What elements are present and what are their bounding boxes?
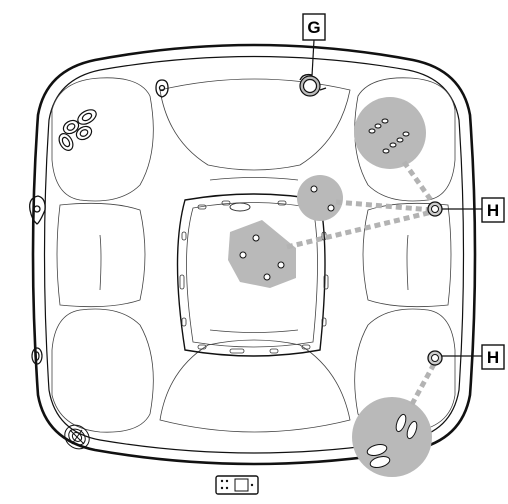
jet-cluster-icon: [58, 109, 97, 151]
side-seats: [56, 78, 452, 433]
jet-icon: [368, 128, 376, 134]
air-control-icon: [29, 195, 46, 225]
callout-h-upper-label: H: [487, 201, 499, 220]
dashed-connectors: [286, 160, 437, 408]
footwell: [176, 193, 329, 357]
jet-icon: [263, 273, 271, 281]
valve-knob-h-lower[interactable]: [427, 350, 443, 366]
callout-g-label: G: [307, 18, 320, 37]
jet-icon: [277, 261, 285, 269]
callout-h-lower: H: [481, 344, 505, 370]
jet-group-center-highlight: [228, 220, 296, 288]
jet-icon: [406, 420, 418, 440]
jet-icon: [366, 444, 388, 456]
jet-icon: [374, 123, 382, 129]
jet-icon: [310, 185, 318, 193]
leader-line-g: [311, 39, 315, 77]
highlight-regions: [228, 97, 432, 477]
air-control-icon: [155, 79, 169, 98]
callout-h-upper: H: [481, 197, 505, 223]
jet-icon: [395, 413, 407, 433]
valve-knob-g[interactable]: [299, 73, 327, 97]
jet-icon: [389, 142, 397, 148]
filter-icon: [64, 424, 90, 450]
jet-icon: [252, 234, 260, 242]
jet-group-mid-highlight: [297, 175, 343, 221]
control-panel-icon: [215, 475, 259, 495]
jet-icon: [396, 137, 404, 143]
jet-icon: [381, 118, 389, 124]
jet-icon: [382, 148, 390, 154]
jet-icon: [327, 204, 335, 212]
jet-icon: [369, 456, 391, 468]
jet-nozzles: [239, 118, 418, 468]
callout-h-lower-label: H: [487, 348, 499, 367]
callout-g: G: [302, 13, 326, 41]
jet-group-top-right-highlight: [354, 97, 426, 169]
jet-group-bottom-right-highlight: [352, 397, 432, 477]
corner-seat-top-right: [354, 77, 456, 202]
valve-knob-h-upper[interactable]: [427, 201, 443, 217]
corner-seat-top-left: [51, 77, 154, 202]
footwell-top-fitting: [229, 202, 251, 212]
valve-knob-icon: [31, 347, 43, 365]
jet-icon: [239, 251, 247, 259]
corner-seat-bottom-left: [51, 308, 154, 433]
jet-icon: [402, 131, 410, 137]
